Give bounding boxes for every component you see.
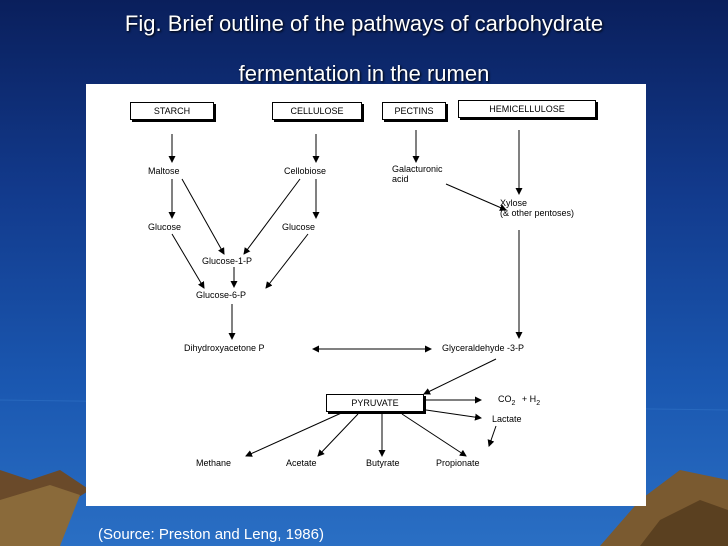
- h2-text: + H: [521, 394, 537, 404]
- source-citation: (Source: Preston and Leng, 1986): [98, 526, 324, 543]
- galacturonic-label-2: acid: [392, 174, 409, 184]
- glucose-left-label: Glucose: [148, 222, 182, 232]
- glucose-6p-label: Glucose-6-P: [196, 290, 247, 300]
- xylose-label-1: Xylose: [500, 198, 528, 208]
- acetate-label: Acetate: [286, 458, 317, 468]
- propionate-label: Propionate: [436, 458, 480, 468]
- glucose-1p-label: Glucose-1-P: [202, 256, 253, 266]
- co2-text: CO: [498, 394, 512, 404]
- co2-h2-label: CO2 + H2: [498, 394, 540, 409]
- hemicellulose-box: HEMICELLULOSE: [458, 100, 596, 118]
- cellobiose-label: Cellobiose: [284, 166, 327, 176]
- dihydroxyacetone-label: Dihydroxyacetone P: [184, 343, 265, 353]
- slide-title-line2: fermentation in the rumen: [238, 61, 490, 86]
- glyceraldehyde-label: Glyceraldehyde -3-P: [442, 343, 525, 353]
- xylose-label-2: (& other pentoses): [500, 208, 575, 218]
- pectins-box: PECTINS: [382, 102, 446, 120]
- butyrate-label: Butyrate: [366, 458, 400, 468]
- pathway-arrows: [168, 130, 523, 457]
- methane-label: Methane: [196, 458, 232, 468]
- starch-box: STARCH: [130, 102, 214, 120]
- cellulose-box: CELLULOSE: [272, 102, 362, 120]
- co2-subscript: 2: [511, 399, 516, 407]
- lactate-label: Lactate: [492, 414, 522, 424]
- glucose-right-label: Glucose: [282, 222, 316, 232]
- slide-title-line1: Fig. Brief outline of the pathways of ca…: [124, 11, 604, 36]
- pyruvate-box: PYRUVATE: [326, 394, 424, 412]
- galacturonic-label-1: Galacturonic: [392, 164, 443, 174]
- maltose-label: Maltose: [148, 166, 180, 176]
- h2-subscript: 2: [536, 399, 541, 407]
- pathway-diagram: STARCH CELLULOSE PECTINS HEMICELLULOSE M…: [86, 84, 646, 506]
